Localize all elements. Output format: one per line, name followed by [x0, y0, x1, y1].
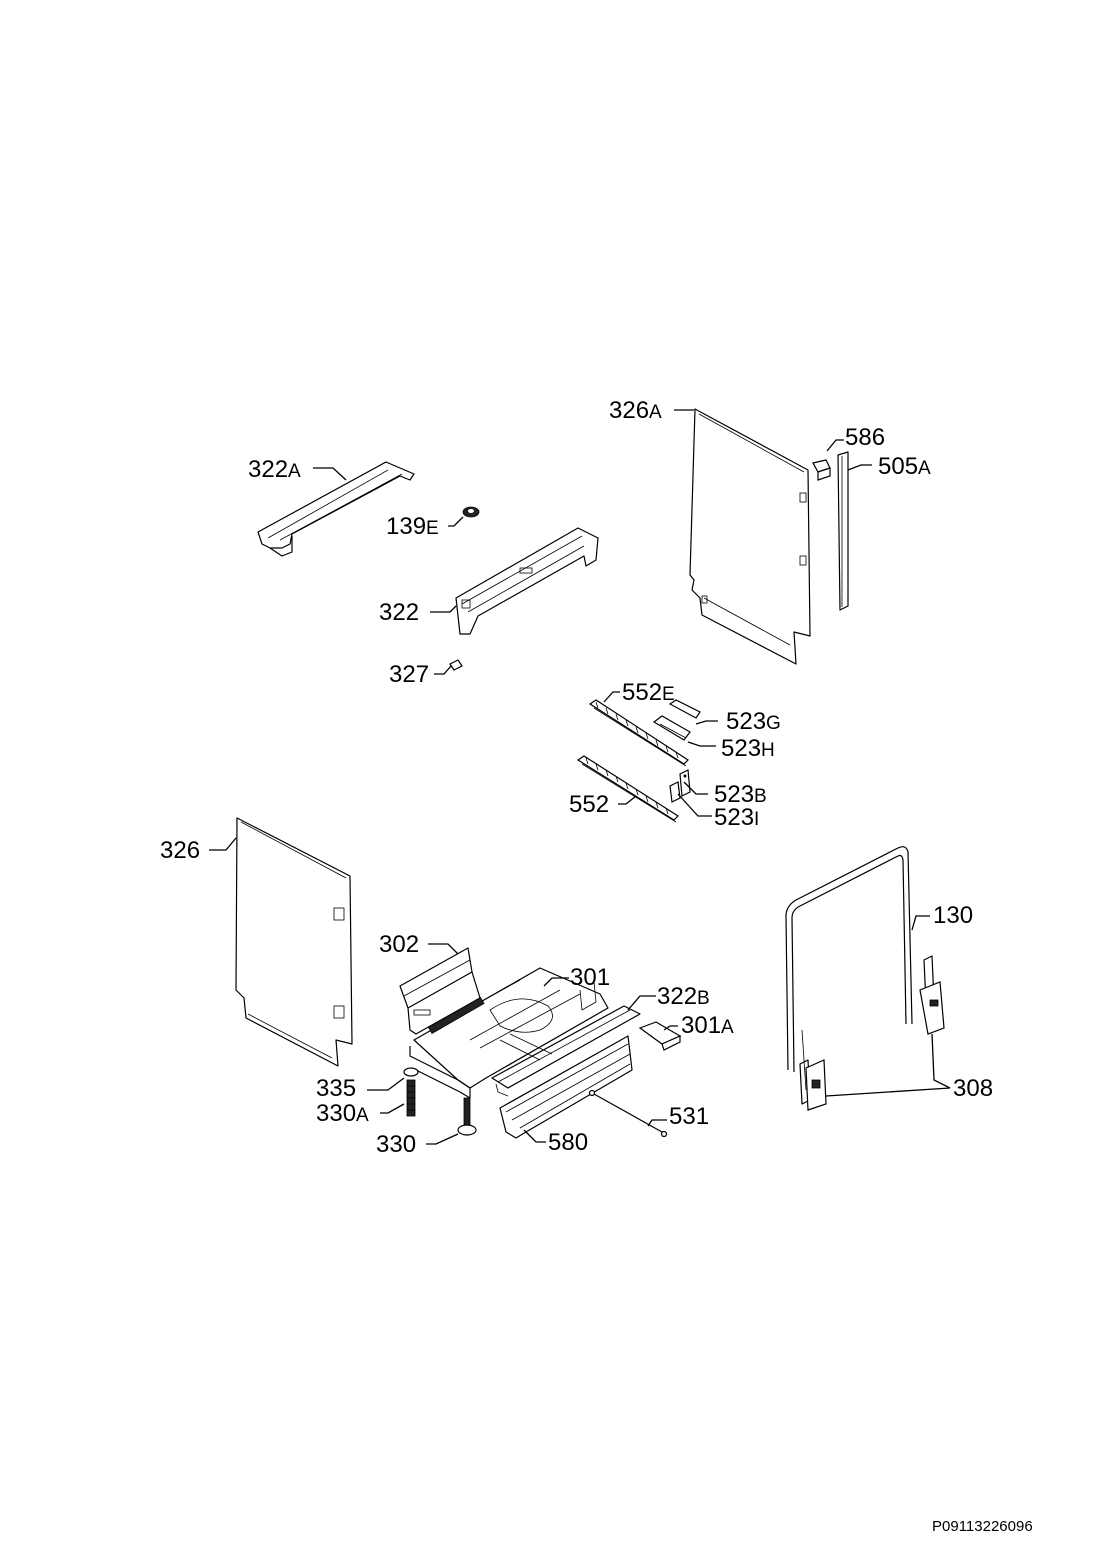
callout-531: 531 — [669, 1103, 709, 1130]
callout-552: 552 — [569, 791, 609, 818]
callout-301A: 301A — [681, 1012, 734, 1039]
callout-326: 326 — [160, 837, 200, 864]
part-330A-foot — [406, 1079, 416, 1117]
part-552-rail — [576, 755, 679, 823]
callout-322B: 322B — [657, 983, 710, 1010]
part-330-foot — [457, 1097, 477, 1136]
drawing-code: P09113226096 — [932, 1518, 1033, 1535]
callout-552E: 552E — [622, 679, 675, 706]
callout-330A: 330A — [316, 1100, 369, 1127]
callout-302: 302 — [379, 931, 419, 958]
part-523G-bracket — [668, 699, 701, 719]
part-308-hinges — [799, 955, 945, 1111]
part-302-panel — [399, 947, 481, 1035]
callout-505A: 505A — [878, 453, 931, 480]
part-326-side-panel — [235, 817, 353, 1067]
part-523I-bracket — [669, 781, 681, 803]
callout-322: 322 — [379, 599, 419, 626]
callout-327: 327 — [389, 661, 429, 688]
part-130-seal — [785, 846, 913, 1091]
callout-523B: 523B — [714, 781, 767, 808]
callout-326A: 326A — [609, 397, 662, 424]
part-322-bracket — [455, 527, 599, 635]
callout-322A: 322A — [248, 456, 301, 483]
callout-580: 580 — [548, 1129, 588, 1156]
callout-139E: 139E — [386, 513, 439, 540]
part-301A-bracket — [638, 1021, 682, 1051]
part-580-kickplate — [499, 1035, 633, 1139]
part-327-hook — [449, 659, 463, 671]
callout-130: 130 — [933, 902, 973, 929]
part-326A-side-panel — [689, 408, 811, 665]
part-586-clip — [812, 459, 831, 481]
part-301-base — [409, 967, 609, 1099]
part-505A-strip — [837, 451, 849, 611]
part-523H-bracket — [652, 715, 691, 741]
part-552E-rail — [588, 699, 689, 767]
leader-lines — [209, 409, 951, 1145]
part-531-rod — [588, 1089, 668, 1138]
callout-301: 301 — [570, 964, 610, 991]
callout-586: 586 — [845, 424, 885, 451]
callout-labels: 326A 586 505A 322A 139E 322 327 552E 523… — [160, 397, 993, 1158]
callout-308: 308 — [953, 1075, 993, 1102]
part-322A-bracket — [257, 461, 415, 557]
callout-523G: 523G — [726, 708, 781, 735]
callout-330: 330 — [376, 1131, 416, 1158]
part-335-washer — [403, 1067, 419, 1077]
callout-523I: 523I — [714, 804, 759, 831]
callout-335: 335 — [316, 1075, 356, 1102]
part-139E-grommet — [462, 506, 480, 518]
callout-523H: 523H — [721, 735, 775, 762]
part-322B-rail — [491, 1005, 641, 1097]
